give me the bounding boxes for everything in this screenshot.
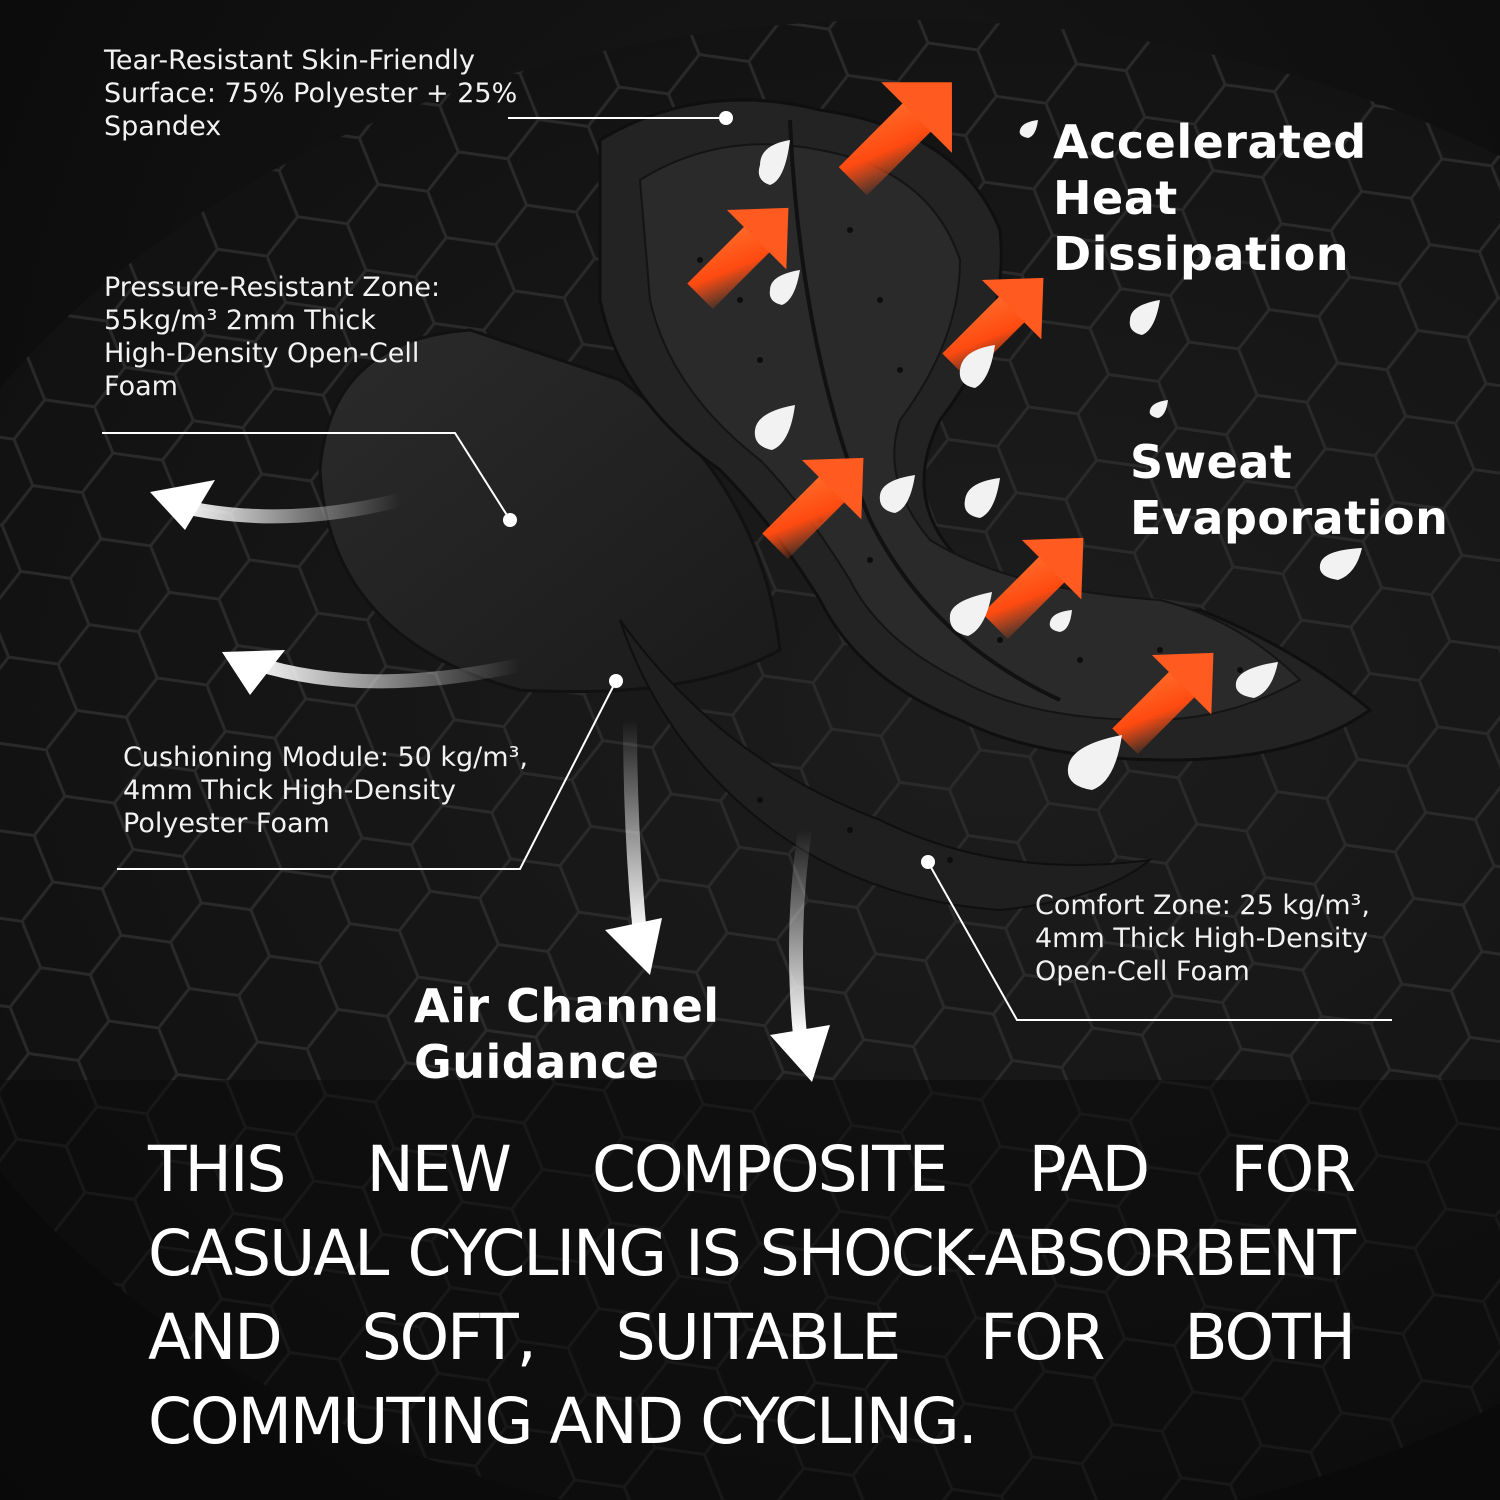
feature-air-channel: Air Channel Guidance bbox=[414, 979, 720, 1089]
feature-sweat-evaporation: Sweat Evaporation bbox=[1130, 435, 1449, 545]
callout-pressure-zone: Pressure-Resistant Zone: 55kg/m³ 2mm Thi… bbox=[104, 272, 441, 402]
sweat-droplet-icon bbox=[754, 120, 1362, 790]
heat-arrow-icon bbox=[687, 82, 1214, 754]
callout-dots bbox=[503, 111, 935, 869]
headline: THIS NEW COMPOSITE PAD FOR CASUAL CYCLIN… bbox=[148, 1133, 1356, 1458]
bike-pad-illustration bbox=[318, 98, 1373, 912]
feature-heat-dissipation: Accelerated Heat Dissipation bbox=[1053, 115, 1367, 281]
callout-comfort-zone: Comfort Zone: 25 kg/m³, 4mm Thick High-D… bbox=[1035, 890, 1370, 987]
callout-cushioning-module: Cushioning Module: 50 kg/m³, 4mm Thick H… bbox=[123, 742, 528, 839]
callout-leader-lines bbox=[102, 117, 1392, 1021]
airflow-arrow-icon bbox=[150, 480, 830, 1082]
callout-surface-material: Tear-Resistant Skin-Friendly Surface: 75… bbox=[104, 45, 518, 142]
